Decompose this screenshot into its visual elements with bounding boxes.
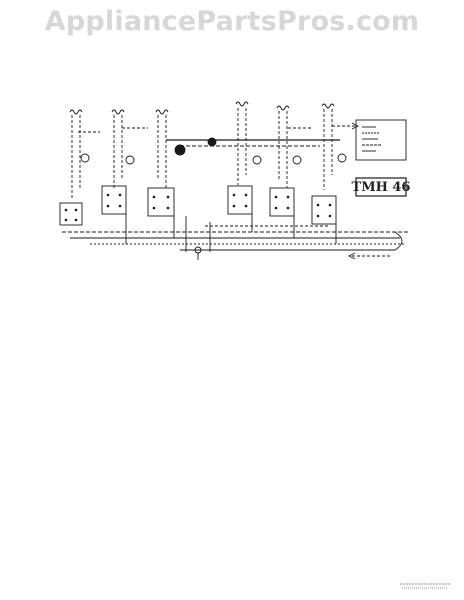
switch-boxes <box>59 185 337 226</box>
model-label-box: TMH 46 <box>352 177 411 197</box>
top-bus-wires <box>78 122 360 147</box>
footer-notation <box>400 583 450 589</box>
switch-terminals <box>64 193 332 222</box>
watermark-logo: AppliancePartsPros.com <box>44 6 420 37</box>
ground-terminal <box>194 246 202 260</box>
model-label: TMH 46 <box>352 180 411 195</box>
heater-coils <box>69 101 335 115</box>
harness-wires <box>62 214 410 260</box>
pilot-lights <box>80 137 347 165</box>
lead-wires <box>71 108 333 200</box>
legend-box <box>355 119 407 161</box>
